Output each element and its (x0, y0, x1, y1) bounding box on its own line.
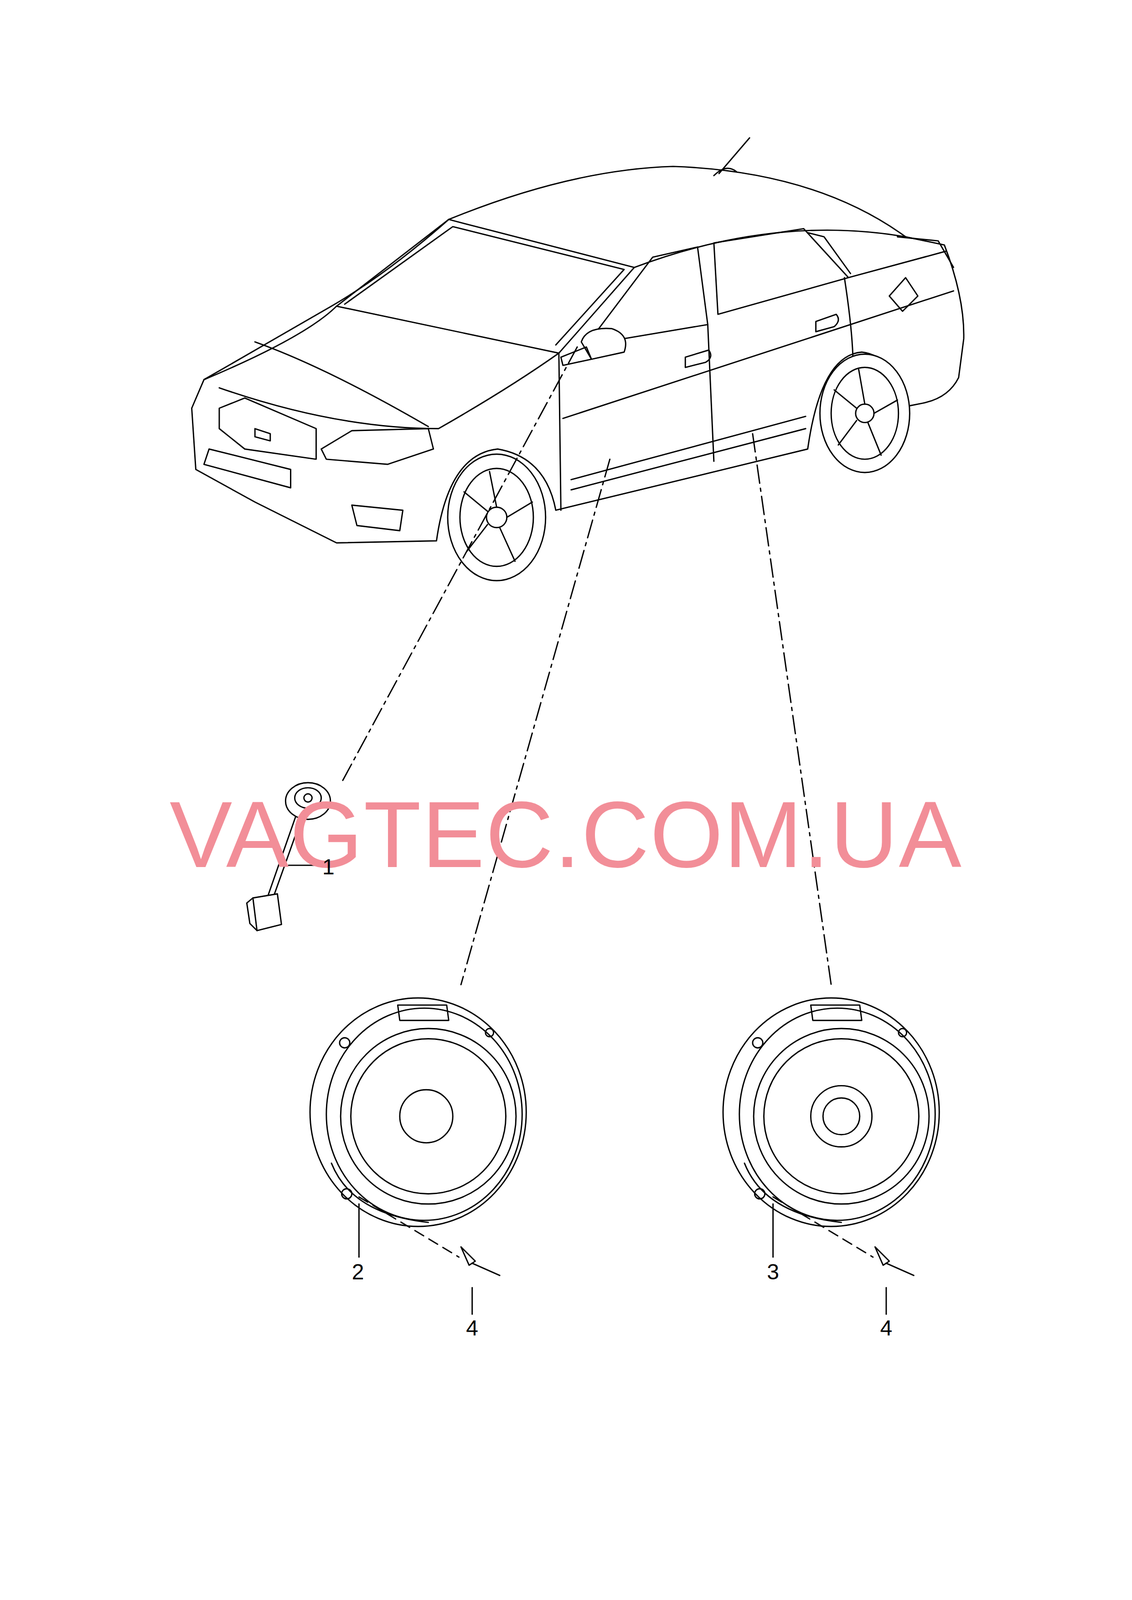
speaker-part (723, 997, 940, 1257)
rivet (874, 1246, 914, 1314)
callout-number: 3 (766, 1260, 780, 1283)
leader-lines (342, 346, 832, 985)
callout-number: 1 (322, 855, 335, 878)
callout-number: 4 (465, 1316, 479, 1339)
car-illustration (191, 137, 964, 581)
watermark: VAGTEC.COM.UA (169, 787, 963, 882)
speaker-part (310, 997, 527, 1257)
callout-number: 2 (351, 1260, 365, 1283)
callout-number: 4 (880, 1316, 893, 1339)
rivet (460, 1246, 500, 1314)
